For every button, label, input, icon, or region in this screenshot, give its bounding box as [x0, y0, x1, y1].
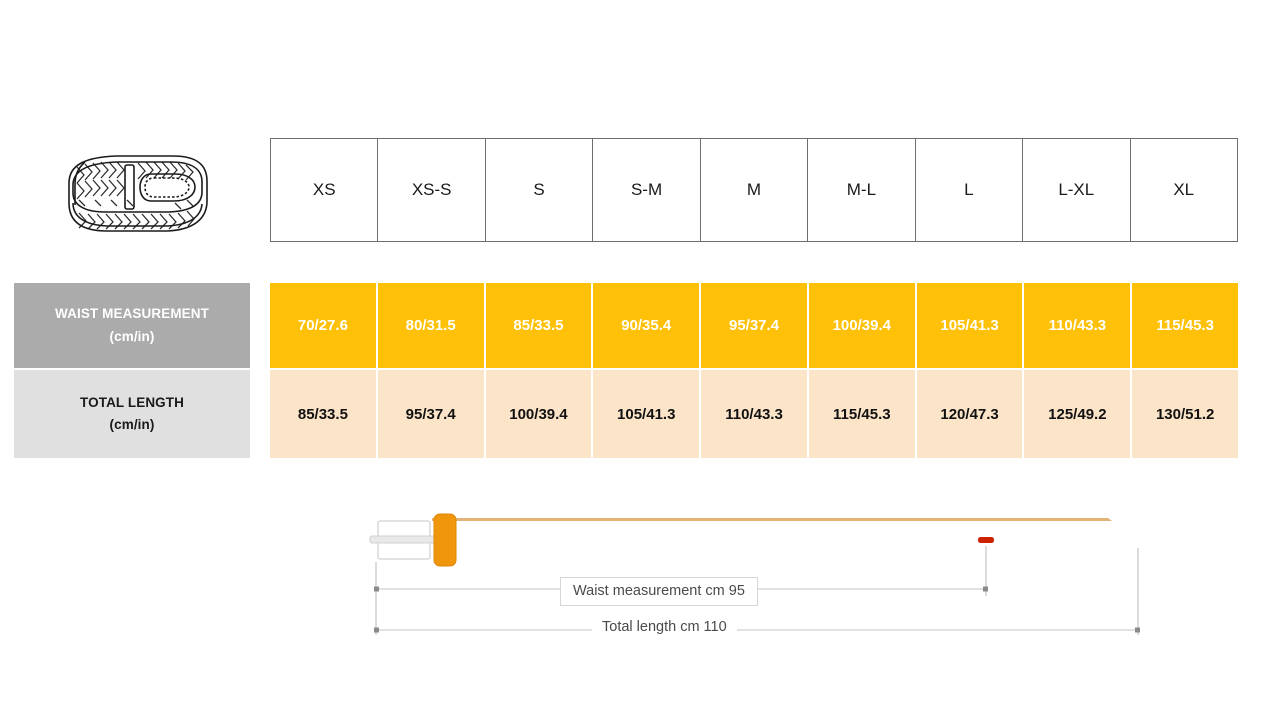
total-value-cell: 105/41.3 — [593, 370, 702, 458]
total-label-text: TOTAL LENGTH — [80, 394, 184, 410]
woven-belt-icon — [68, 155, 208, 232]
waist-label-unit: (cm/in) — [109, 328, 155, 344]
size-header-cell: S — [485, 139, 594, 241]
size-header-cell: M — [700, 139, 809, 241]
waist-value-cell: 115/45.3 — [1132, 283, 1239, 368]
belt-strap — [432, 518, 1138, 562]
measurement-data-rows: 70/27.6 80/31.5 85/33.5 90/35.4 95/37.4 … — [270, 283, 1239, 458]
total-value-cell: 115/45.3 — [808, 370, 917, 458]
waist-measurement-row: 70/27.6 80/31.5 85/33.5 90/35.4 95/37.4 … — [270, 283, 1239, 368]
waist-value-cell: 70/27.6 — [270, 283, 378, 368]
total-value-cell: 100/39.4 — [485, 370, 594, 458]
total-length-row: 85/33.5 95/37.4 100/39.4 105/41.3 110/43… — [270, 370, 1239, 458]
belt-measurement-diagram: SIZE M Waist measurement cm — [360, 500, 1160, 660]
total-value-cell: 110/43.3 — [701, 370, 809, 458]
size-table: XS XS-S S S-M M M-L L L-XL XL — [270, 138, 1238, 242]
total-value-cell: 130/51.2 — [1132, 370, 1239, 458]
belt-size-value-text: M — [705, 531, 721, 552]
size-header-cell: XS — [271, 139, 379, 241]
waist-value-cell: 85/33.5 — [485, 283, 594, 368]
waist-value-cell: 110/43.3 — [1024, 283, 1133, 368]
belt-hole — [948, 537, 964, 543]
belt-hole — [918, 537, 934, 543]
waist-value-cell: 90/35.4 — [593, 283, 702, 368]
waist-value-cell: 80/31.5 — [377, 283, 486, 368]
total-length-row-label: TOTAL LENGTH (cm/in) — [14, 370, 250, 458]
total-value-cell: 120/47.3 — [916, 370, 1025, 458]
size-header-cell: XS-S — [378, 139, 486, 241]
total-label-unit: (cm/in) — [109, 417, 155, 432]
total-value-cell: 85/33.5 — [270, 370, 378, 458]
total-value-cell: 95/37.4 — [377, 370, 486, 458]
size-header-cell: S-M — [593, 139, 701, 241]
waist-value-cell: 105/41.3 — [916, 283, 1025, 368]
belt-hole — [1038, 537, 1054, 543]
waist-value-cell: 95/37.4 — [701, 283, 809, 368]
size-header-row: XS XS-S S S-M M M-L L L-XL XL — [270, 138, 1238, 242]
waist-label-text: WAIST MEASUREMENT — [55, 306, 209, 322]
row-label-column: WAIST MEASUREMENT (cm/in) TOTAL LENGTH (… — [14, 283, 250, 458]
belt-hole-highlighted — [978, 537, 994, 543]
size-header-cell: XL — [1130, 139, 1237, 241]
size-header-cell: L — [915, 139, 1024, 241]
total-value-cell: 125/49.2 — [1024, 370, 1133, 458]
belt-size-prefix-text: SIZE — [637, 531, 684, 552]
waist-value-cell: 100/39.4 — [808, 283, 917, 368]
waist-measurement-row-label: WAIST MEASUREMENT (cm/in) — [14, 283, 250, 368]
size-header-cell: L-XL — [1023, 139, 1131, 241]
belt-holes — [918, 537, 1054, 543]
belt-keeper-loop — [433, 513, 457, 567]
belt-buckle — [369, 515, 445, 565]
size-header-cell: M-L — [808, 139, 916, 241]
waist-dimension-label: Waist measurement cm 95 — [560, 577, 758, 606]
total-length-dimension-label: Total length cm 110 — [592, 617, 737, 637]
belt-hole — [1008, 537, 1024, 543]
total-length-dimension-line — [374, 627, 1140, 633]
